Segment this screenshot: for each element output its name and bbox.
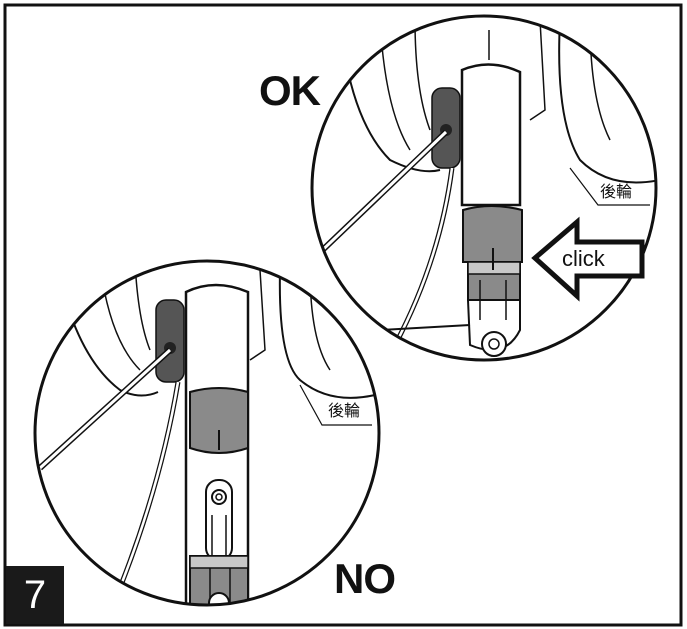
no-detail: [35, 261, 379, 605]
no-detail-ring: [33, 259, 381, 607]
step-number-badge: 7: [6, 566, 64, 624]
rear-wheel-label-no: 後輪: [328, 401, 361, 420]
click-arrow-icon: [531, 216, 645, 302]
click-label: click: [562, 246, 605, 271]
ok-detail: [312, 16, 656, 360]
no-label: NO: [334, 555, 396, 602]
frame-border: [3, 3, 683, 627]
ok-detail-ring: [310, 14, 658, 362]
rear-wheel-label-ok: 後輪: [600, 182, 633, 201]
ok-label: OK: [259, 67, 321, 114]
